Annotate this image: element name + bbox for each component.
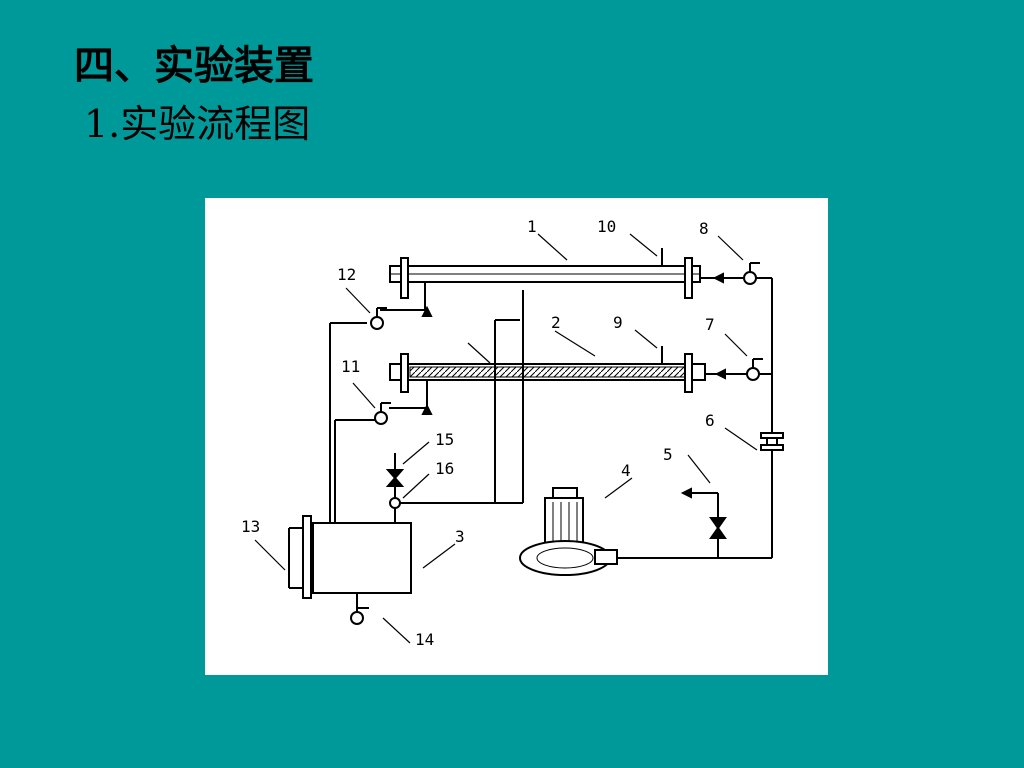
pump-4: [519, 487, 618, 576]
valve-8: [712, 262, 760, 285]
leader-lines: [254, 233, 758, 644]
label-11: 11: [341, 357, 360, 376]
label-9: 9: [613, 313, 623, 332]
label-6: 6: [705, 411, 715, 430]
label-10: 10: [597, 217, 616, 236]
valve-11: [374, 402, 433, 425]
node-16: [389, 497, 401, 509]
component-labels: 1 2 3 4 5 6 7 8 9 10 11 12 13 14 15 16: [241, 217, 715, 649]
flowmeter-6: [760, 432, 784, 451]
label-13: 13: [241, 517, 260, 536]
flow-diagram: 1 2 3 4 5 6 7 8 9 10 11 12 13 14 15 16: [205, 198, 828, 675]
valve-12: [370, 305, 433, 330]
label-3: 3: [455, 527, 465, 546]
label-1: 1: [527, 217, 537, 236]
valve-14: [350, 611, 364, 625]
label-4: 4: [621, 461, 631, 480]
label-8: 8: [699, 219, 709, 238]
valve-15: [385, 469, 405, 487]
label-15: 15: [435, 430, 454, 449]
piping: [329, 277, 773, 559]
label-16: 16: [435, 459, 454, 478]
slide-title: 四、实验装置: [74, 42, 314, 89]
heat-exchanger-2: [389, 346, 706, 408]
bypass-valve-5: [680, 487, 727, 539]
label-7: 7: [705, 315, 715, 334]
slide-subtitle: 1.实验流程图: [84, 102, 311, 146]
label-5: 5: [663, 445, 673, 464]
label-2: 2: [551, 313, 561, 332]
label-14: 14: [415, 630, 434, 649]
water-tank-3: [288, 515, 412, 623]
heat-exchanger-1: [389, 248, 701, 310]
label-12: 12: [337, 265, 356, 284]
valve-7: [714, 358, 763, 381]
